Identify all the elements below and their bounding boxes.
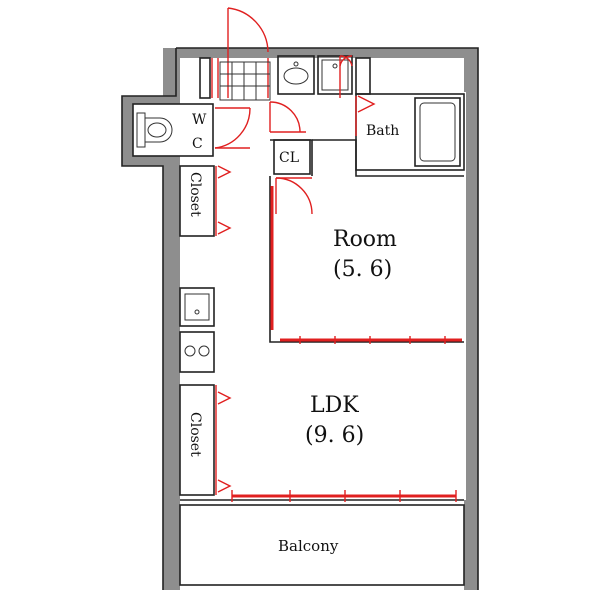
- kitchen-sink: [179, 287, 215, 327]
- washbasin: [277, 55, 315, 95]
- stove: [179, 331, 215, 373]
- entrance-door[interactable]: [211, 7, 269, 98]
- wc-door[interactable]: [214, 107, 251, 149]
- balcony: Balcony: [179, 504, 465, 586]
- wc: W C: [132, 103, 214, 157]
- washing-machine: [317, 55, 353, 95]
- entry-tile: [219, 61, 271, 101]
- closet-upper-label: Closet: [187, 172, 203, 217]
- utility-door[interactable]: [339, 55, 353, 98]
- interior: [133, 58, 464, 593]
- cl-label: CL: [279, 150, 299, 166]
- closet-upper: Closet: [179, 165, 232, 237]
- wc-label-c: C: [192, 136, 203, 152]
- balcony-label: Balcony: [278, 537, 339, 555]
- room-door[interactable]: [275, 177, 313, 215]
- room-size: (5. 6): [333, 257, 392, 282]
- shoe-cabinet: [199, 57, 211, 99]
- bath-label: Bath: [366, 123, 399, 139]
- room-label: Room: [333, 227, 397, 252]
- closet-lower-label: Closet: [187, 412, 203, 457]
- ldk-label: LDK: [310, 393, 359, 418]
- wash-door[interactable]: [269, 101, 306, 133]
- wc-label-w: W: [192, 112, 207, 128]
- balcony-window[interactable]: [180, 490, 464, 502]
- closet-lower: Closet: [179, 384, 232, 496]
- bath: Bath: [355, 93, 465, 171]
- ldk-size: (9. 6): [305, 423, 364, 448]
